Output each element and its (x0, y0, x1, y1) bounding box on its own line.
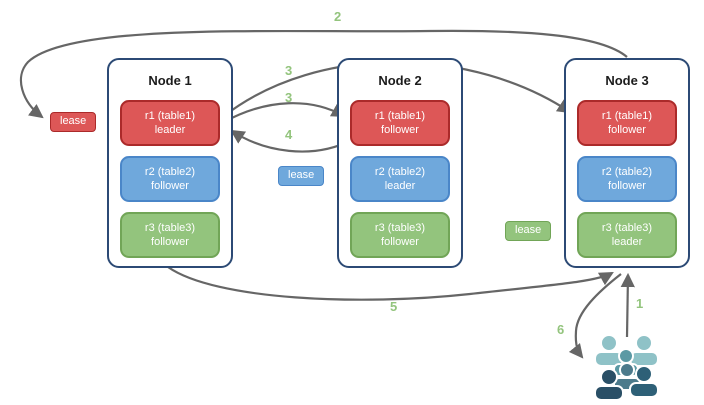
node-3-box: Node 3 r1 (table1) follower r2 (table2) … (564, 58, 690, 268)
node-1-replica-r3: r3 (table3) follower (120, 212, 220, 258)
replica-role: leader (611, 236, 643, 248)
node-2-title: Node 2 (378, 73, 422, 88)
node-2-replica-r2: r2 (table2) leader (350, 156, 450, 202)
replica-label: r3 (table3) (144, 222, 196, 234)
node-1-replica-r1: r1 (table1) leader (120, 100, 220, 146)
step-label-5: 5 (390, 299, 398, 314)
replica-label: r3 (table3) (374, 222, 426, 234)
replica-label: r1 (table1) (601, 110, 653, 122)
step-label-3a: 3 (285, 63, 293, 78)
node-3-replica-r3: r3 (table3) leader (577, 212, 677, 258)
arrow-step-1 (620, 272, 635, 338)
replica-label: r3 (table3) (601, 222, 653, 234)
replica-label: r1 (table1) (374, 110, 426, 122)
replica-label: r2 (table2) (601, 166, 653, 178)
replica-role: follower (151, 180, 189, 192)
node-3-replica-r1: r1 (table1) follower (577, 100, 677, 146)
step-label-6: 6 (557, 322, 565, 337)
step-label-2: 2 (334, 9, 342, 24)
users-group-icon (594, 334, 659, 401)
step-label-1: 1 (636, 296, 644, 311)
replica-role: follower (381, 236, 419, 248)
replica-label: r1 (table1) (144, 110, 196, 122)
node-1-box: Node 1 r1 (table1) leader r2 (table2) fo… (107, 58, 233, 268)
node-1-title: Node 1 (148, 73, 192, 88)
node-3-title: Node 3 (605, 73, 649, 88)
replica-role: follower (608, 180, 646, 192)
replica-role: follower (381, 124, 419, 136)
arrow-step-3-to-node2 (223, 102, 346, 123)
replica-role: leader (154, 124, 186, 136)
step-label-3b: 3 (285, 90, 293, 105)
lease-tag-table3: lease (505, 221, 552, 241)
replica-label: r2 (table2) (374, 166, 426, 178)
replica-label: r2 (table2) (144, 166, 196, 178)
replica-role: leader (384, 180, 416, 192)
node-3-replica-r2: r2 (table2) follower (577, 156, 677, 202)
replica-role: follower (151, 236, 189, 248)
node-2-box: Node 2 r1 (table1) follower r2 (table2) … (337, 58, 463, 268)
replica-role: follower (608, 124, 646, 136)
node-1-replica-r2: r2 (table2) follower (120, 156, 220, 202)
lease-tag-table2: lease (278, 166, 325, 186)
step-label-4: 4 (285, 127, 293, 142)
node-2-replica-r1: r1 (table1) follower (350, 100, 450, 146)
node-2-replica-r3: r3 (table3) follower (350, 212, 450, 258)
lease-tag-table1: lease (50, 112, 97, 132)
arrow-step-5 (167, 266, 614, 301)
